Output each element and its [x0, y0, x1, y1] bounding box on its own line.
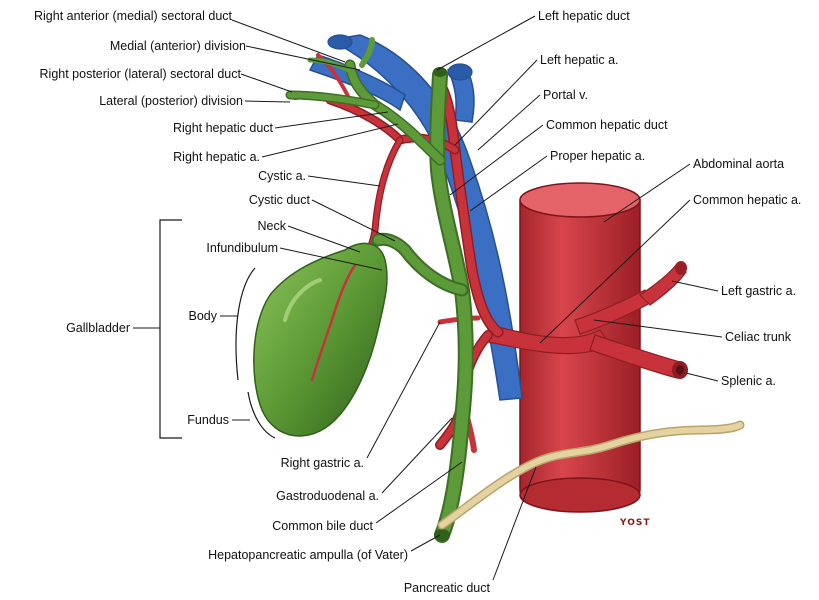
label-common-bile-duct: Common bile duct — [272, 519, 373, 533]
label-body: Body — [189, 309, 218, 323]
label-left-gastric-a: Left gastric a. — [721, 284, 796, 298]
label-portal-v: Portal v. — [543, 88, 588, 102]
label-gastroduodenal-a: Gastroduodenal a. — [276, 489, 379, 503]
artist-signature: YOST — [619, 518, 650, 528]
label-cystic-duct: Cystic duct — [249, 193, 311, 207]
label-left-hepatic-duct: Left hepatic duct — [538, 9, 630, 23]
label-splenic-a: Splenic a. — [721, 374, 776, 388]
label-left-hepatic-a: Left hepatic a. — [540, 53, 619, 67]
label-infundibulum: Infundibulum — [206, 241, 278, 255]
label-celiac-trunk: Celiac trunk — [725, 330, 792, 344]
label-neck: Neck — [258, 219, 287, 233]
label-gallbladder: Gallbladder — [66, 321, 130, 335]
label-proper-hepatic-a: Proper hepatic a. — [550, 149, 645, 163]
label-right-hepatic-a: Right hepatic a. — [173, 150, 260, 164]
label-pancreatic-duct: Pancreatic duct — [404, 581, 491, 595]
label-right-hepatic-duct: Right hepatic duct — [173, 121, 274, 135]
label-hepatopancreatic-ampulla: Hepatopancreatic ampulla (of Vater) — [208, 548, 408, 562]
label-right-gastric-a: Right gastric a. — [281, 456, 364, 470]
gallbladder-organ — [254, 243, 387, 436]
label-common-hepatic-a: Common hepatic a. — [693, 193, 801, 207]
label-common-hepatic-duct: Common hepatic duct — [546, 118, 668, 132]
label-medial-division: Medial (anterior) division — [110, 39, 246, 53]
label-right-posterior-sectoral-duct: Right posterior (lateral) sectoral duct — [40, 67, 242, 81]
label-right-anterior-sectoral-duct: Right anterior (medial) sectoral duct — [34, 9, 233, 23]
label-lateral-division: Lateral (posterior) division — [99, 94, 243, 108]
label-cystic-a: Cystic a. — [258, 169, 306, 183]
label-fundus: Fundus — [187, 413, 229, 427]
label-abdominal-aorta: Abdominal aorta — [693, 157, 784, 171]
